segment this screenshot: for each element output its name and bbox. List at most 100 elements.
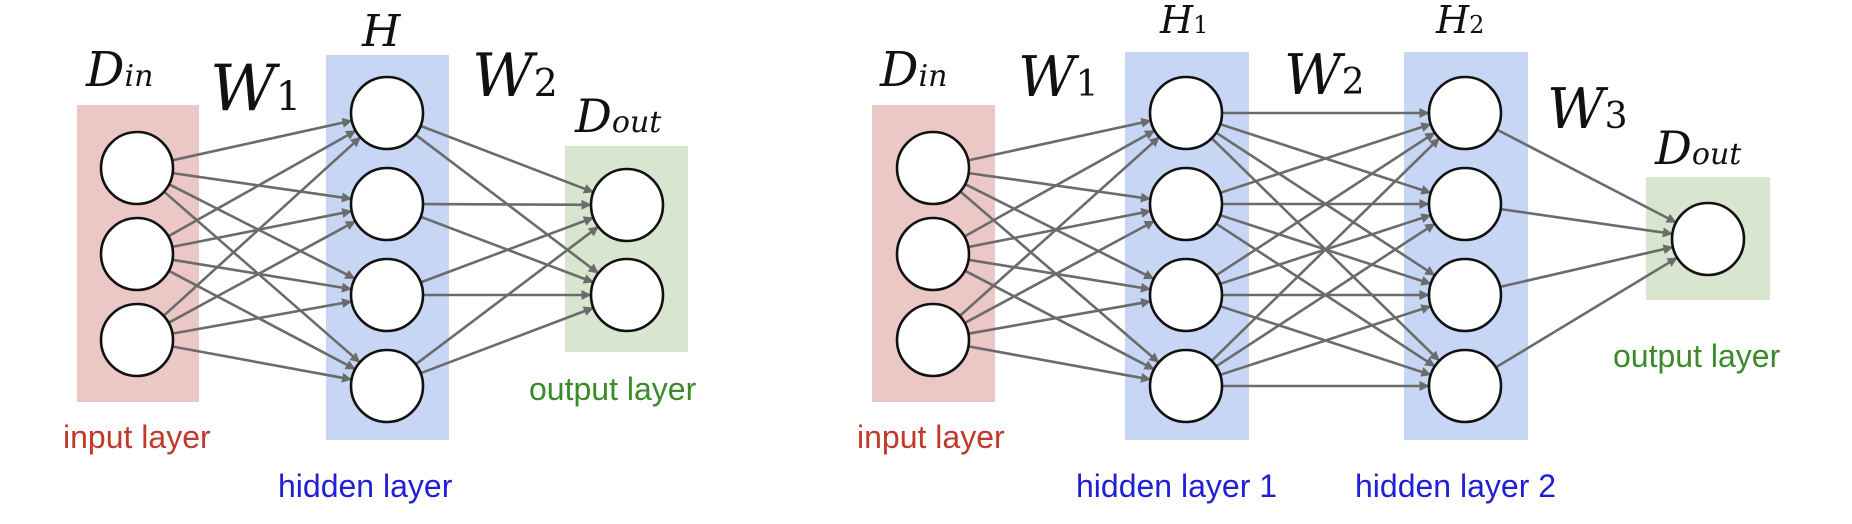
right-edge-l0-1-0 (963, 129, 1156, 238)
right-w3-base: W (1547, 77, 1609, 142)
left-w1-sub: 1 (276, 74, 301, 120)
right-node-layer0-1 (895, 216, 971, 292)
left-node-layer1-3 (349, 348, 425, 424)
left-d-out-base: D (574, 89, 612, 143)
right-edge-l2-1-0 (1500, 207, 1673, 238)
left-d-out-sub: out (612, 105, 662, 140)
right-output-layer-caption: output layer (1613, 338, 1781, 374)
left-node-layer0-1 (99, 216, 175, 292)
right-edge-l0-1-1 (968, 207, 1152, 249)
right-edge-l2-0-0 (1496, 128, 1677, 224)
right-w1-base: W (1018, 45, 1080, 110)
right-node-layer0-0 (895, 130, 971, 206)
left-h-base: H (361, 6, 402, 57)
left-edges (162, 117, 599, 383)
left-edge-l0-2-1 (167, 220, 356, 324)
right-edge-l1-2-0 (1215, 132, 1436, 277)
left-w2-sub: 2 (534, 61, 558, 105)
right-hidden-layer-1-caption: hidden layer 1 (1076, 468, 1277, 504)
right-w1-sub: 1 (1076, 64, 1099, 105)
left-edge-l0-2-2 (172, 298, 353, 335)
right-hidden-layer-2-caption: hidden layer 2 (1355, 468, 1556, 504)
left-w2-label: W2 (472, 41, 558, 111)
right-node-layer0-2 (895, 302, 971, 378)
right-edge-l2-3-0 (1495, 257, 1678, 369)
left-d-out-label: Dout (574, 89, 662, 143)
right-w2-sub: 2 (1342, 62, 1365, 103)
right-edge-l0-1-2 (968, 258, 1151, 293)
right-h1-sub: 1 (1193, 11, 1208, 39)
left-d-in-sub: in (124, 59, 153, 94)
left-node-layer1-0 (349, 75, 425, 151)
right-h1-label: H1 (1159, 0, 1208, 42)
left-input-layer-caption: input layer (63, 419, 211, 455)
left-edge-l0-1-2 (172, 258, 352, 293)
right-d-in-label: Din (879, 42, 947, 98)
left-edge-l0-2-3 (172, 345, 353, 383)
left-w2-base: W (472, 41, 538, 111)
left-edge-l1-3-0 (414, 226, 599, 366)
right-node-layer1-3 (1148, 348, 1224, 424)
right-d-out-sub: out (1692, 137, 1742, 172)
left-edge-l0-0-1 (172, 171, 352, 203)
left-output-layer-caption: output layer (529, 371, 697, 407)
right-node-layer1-2 (1148, 257, 1224, 333)
left-hidden-layer-caption: hidden layer (278, 468, 453, 504)
right-edge-l0-1-3 (964, 269, 1155, 371)
right-node-layer2-3 (1427, 348, 1503, 424)
right-edge-l2-2-0 (1499, 244, 1674, 289)
right-edge-l0-2-2 (968, 298, 1152, 335)
left-h-label: H (361, 6, 402, 57)
right-edge-l0-0-0 (967, 117, 1152, 162)
left-edge-l0-2-0 (162, 136, 361, 317)
right-edge-l1-3-1 (1215, 223, 1436, 368)
right-edge-l0-2-1 (964, 220, 1155, 325)
left-d-in-label: Din (85, 42, 153, 98)
right-h2-base: H (1435, 0, 1470, 42)
right-node-layer1-1 (1148, 166, 1224, 242)
left-node-layer2-0 (589, 167, 665, 243)
left-d-in-base: D (85, 42, 124, 98)
left-edge-l1-2-0 (420, 216, 594, 284)
right-d-out-base: D (1654, 121, 1692, 175)
right-node-layer1-0 (1148, 75, 1224, 151)
right-d-in-base: D (879, 42, 918, 98)
right-d-out-label: Dout (1654, 121, 1742, 175)
right-w3-sub: 3 (1605, 96, 1628, 137)
right-edge-l1-3-0 (1210, 137, 1440, 362)
left-edge-l0-1-1 (172, 208, 353, 249)
right-edge-l0-0-2 (964, 183, 1155, 280)
left-node-layer2-1 (589, 257, 665, 333)
right-w1-label: W1 (1018, 45, 1098, 110)
right-network: Din W1 H1 W2 H2 W3 Dout input layer hidd… (857, 0, 1781, 504)
left-node-layer1-2 (349, 257, 425, 333)
right-nodes (895, 75, 1746, 424)
left-edge-l1-1-0 (422, 199, 592, 210)
right-h2-sub: 2 (1469, 11, 1484, 39)
right-input-layer-caption: input layer (857, 419, 1005, 455)
right-w3-label: W3 (1547, 77, 1627, 142)
left-node-layer0-0 (99, 130, 175, 206)
right-w2-label: W2 (1284, 43, 1364, 108)
right-node-layer3-0 (1670, 201, 1746, 277)
left-node-layer0-2 (99, 302, 175, 378)
right-edge-l1-3-2 (1219, 304, 1432, 377)
left-edge-l1-0-0 (420, 124, 594, 194)
left-edge-l1-3-1 (420, 306, 594, 375)
right-edge-l0-2-3 (968, 345, 1152, 383)
left-edge-l0-1-0 (167, 130, 357, 238)
right-node-layer2-0 (1427, 75, 1503, 151)
left-w1-label: W1 (210, 52, 301, 126)
right-h2-label: H2 (1435, 0, 1484, 42)
left-node-layer1-1 (349, 166, 425, 242)
right-edges (958, 108, 1678, 391)
right-w2-base: W (1284, 43, 1346, 108)
left-edge-l0-1-3 (168, 269, 356, 370)
right-edge-l1-1-0 (1219, 122, 1432, 195)
right-node-layer2-1 (1427, 166, 1503, 242)
right-edge-l0-2-0 (958, 136, 1160, 317)
left-edge-l0-0-2 (168, 183, 356, 280)
right-h1-base: H (1159, 0, 1194, 42)
left-network: Din W1 H W2 Dout input layer hidden laye… (63, 6, 697, 504)
